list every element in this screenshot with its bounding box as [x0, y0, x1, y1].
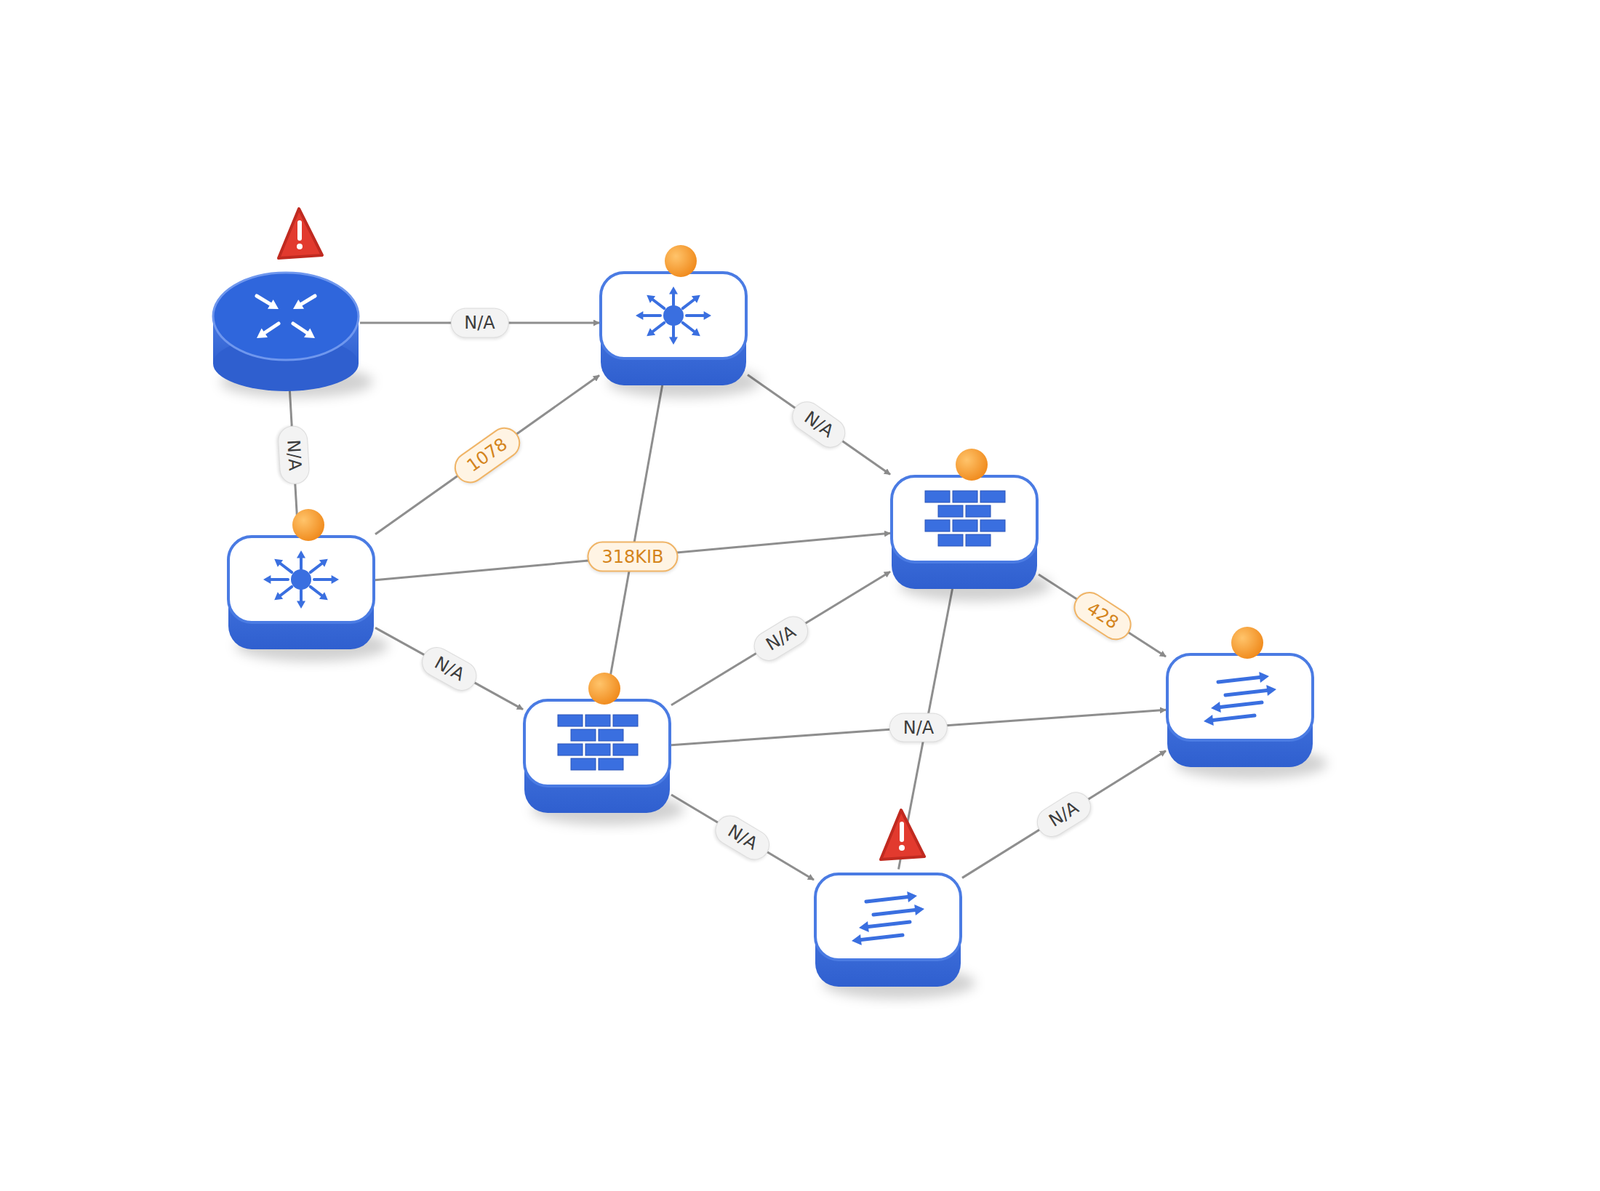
- connector: [747, 374, 891, 475]
- connector: [1038, 574, 1166, 657]
- connector: [375, 375, 600, 534]
- block-top: [1167, 654, 1313, 741]
- status-dot: [1231, 626, 1264, 659]
- switch-node: [808, 866, 968, 995]
- multilayer-switch-icon: [263, 550, 339, 609]
- router-top: [213, 272, 359, 360]
- edge-label: 428: [1067, 585, 1137, 646]
- node-illustration: [593, 265, 754, 393]
- edge-label: N/A: [889, 712, 948, 743]
- node-illustration: [517, 693, 678, 821]
- firewall-node: [517, 693, 678, 821]
- status-dot: [955, 448, 988, 481]
- block-top: [815, 874, 961, 960]
- edge-label: 1078: [448, 421, 526, 489]
- connector: [375, 627, 523, 710]
- firewall-icon: [925, 490, 1006, 547]
- connector: [606, 378, 664, 696]
- edge-label: N/A: [748, 610, 814, 667]
- edge-label: 318KIB: [586, 541, 678, 573]
- node-illustration: [884, 469, 1045, 597]
- connector: [375, 533, 891, 580]
- firewall-icon: [557, 714, 638, 771]
- connector: [962, 751, 1166, 879]
- multilayer-switch-icon: [635, 286, 712, 345]
- switch-icon: [1203, 672, 1277, 726]
- connector: [671, 571, 891, 706]
- node-illustration: [808, 866, 968, 995]
- mls-node: [593, 265, 754, 393]
- edge-label: N/A: [1031, 786, 1097, 843]
- edge-label: N/A: [416, 641, 482, 696]
- status-dot: [588, 672, 621, 705]
- mls-node: [221, 529, 382, 657]
- connector: [671, 794, 814, 880]
- warning-icon: [278, 208, 323, 259]
- block-top: [891, 476, 1038, 563]
- warning-icon: [880, 810, 925, 860]
- firewall-node: [884, 469, 1045, 597]
- edge-label: N/A: [450, 308, 509, 339]
- node-illustration: [205, 265, 366, 393]
- node-illustration: [1160, 647, 1320, 775]
- status-dot: [664, 245, 697, 278]
- block-top: [228, 536, 374, 623]
- block-top: [524, 700, 670, 787]
- edge-label: N/A: [786, 395, 851, 454]
- edge-label: N/A: [709, 809, 776, 865]
- status-dot: [292, 509, 325, 542]
- switch-icon: [851, 891, 925, 946]
- edge-label: N/A: [277, 424, 310, 486]
- node-illustration: [221, 529, 382, 657]
- switch-node: [1160, 647, 1320, 775]
- router-icon: [256, 296, 315, 339]
- block-top: [600, 272, 747, 359]
- connector: [671, 709, 1166, 745]
- router-node: [205, 265, 366, 393]
